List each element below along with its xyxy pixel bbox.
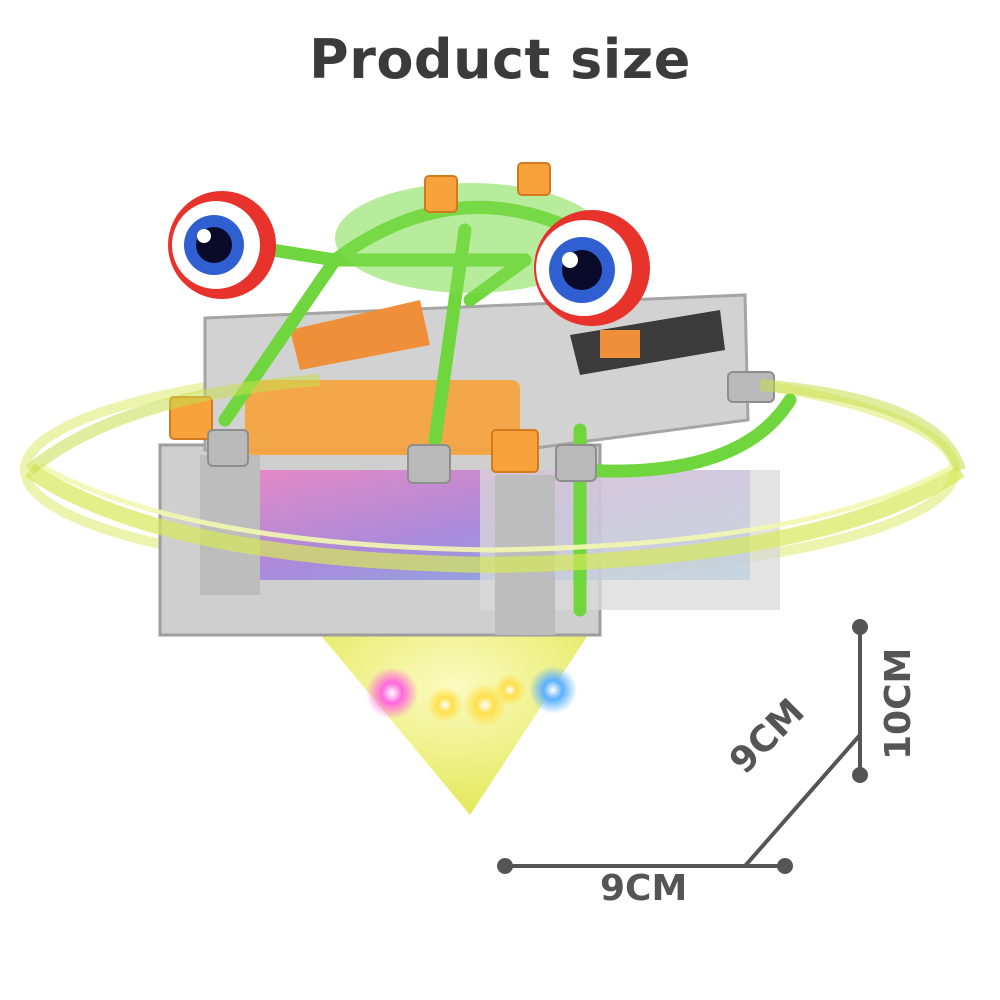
height-label: 10CM (878, 647, 919, 760)
top-pegs (169, 162, 551, 473)
page-title: Product size (309, 28, 691, 91)
product-image (20, 162, 966, 815)
upper-housing (203, 293, 750, 455)
right-eye (534, 210, 650, 326)
width-label: 9CM (600, 868, 688, 909)
left-eye (168, 191, 276, 299)
spin-ring (25, 374, 966, 574)
cone-tip (318, 632, 590, 815)
